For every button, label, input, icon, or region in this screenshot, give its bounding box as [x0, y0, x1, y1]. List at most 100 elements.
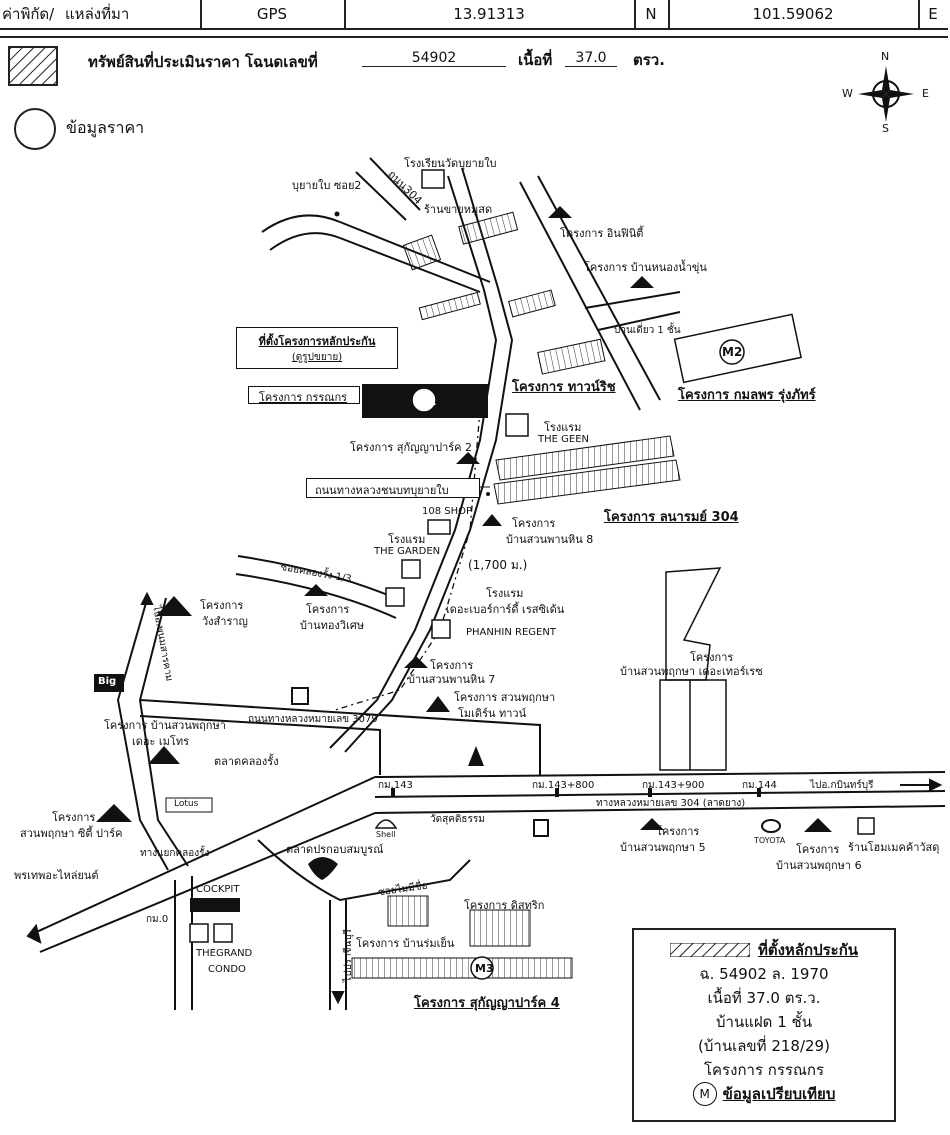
- road304-label: ทางหลวงหมายเลข 304 (ลาดยาง): [596, 798, 746, 809]
- to-kabin-label: ไปอ.กบินทร์บุรี: [810, 780, 874, 791]
- shell-logo: Shell: [376, 830, 396, 839]
- lotus-logo: Lotus: [174, 799, 199, 809]
- legend-compare: ข้อมูลเปรียบเทียบ: [722, 1085, 836, 1103]
- source-value: GPS: [256, 5, 288, 23]
- suanpruek-label-b: โมเดิร์น ทาวน์: [458, 707, 527, 720]
- pornthep-label: พรเทพอะไหล่ยนต์: [14, 869, 99, 882]
- wangsamran-label-a: โครงการ: [200, 599, 244, 612]
- city-park-label-a: โครงการ: [52, 811, 96, 824]
- school-label: โรงเรียนวัดบุยายใบ: [404, 157, 497, 170]
- legend-line5: โครงการ กรรณกร: [703, 1061, 825, 1079]
- kamonphat-label: โครงการ กมลพร รุ่งภัทร์: [678, 388, 816, 403]
- lat-cell: 13.91313: [344, 0, 636, 30]
- supanya2-label: โครงการ สุกัญญาปาร์ค 2: [350, 441, 473, 454]
- subject-label: ทรัพย์สินที่ประเมินราคา โฉนดเลขที่: [88, 53, 318, 71]
- compass-n: N: [881, 50, 890, 63]
- road3079-label: ถนนทางหลวงหมายเลข 3079: [248, 714, 378, 725]
- lat-dir-cell: N: [634, 0, 670, 30]
- city-park-label-b: สวนพฤกษา ซิตี้ ปาร์ค: [20, 827, 123, 840]
- longitude-value: 101.59062: [752, 5, 834, 23]
- legend-title-row: ที่ตั้งหลักประกัน: [634, 938, 894, 962]
- cockpit-label: COCKPIT: [196, 884, 240, 895]
- project-location-label: ที่ตั้งโครงการหลักประกัน: [258, 335, 376, 348]
- pana7-label-a: โครงการ: [430, 659, 474, 672]
- project-location-callout: ที่ตั้งโครงการหลักประกัน (ดูรูปขยาย): [236, 327, 398, 369]
- legend-title: ที่ตั้งหลักประกัน: [757, 941, 859, 959]
- coord-label-cell: ค่าพิกัด/ แหล่งที่มา: [0, 0, 202, 30]
- pana5-label-b: บ้านสวนพฤกษา 5: [620, 841, 706, 854]
- subject-top-rule: [0, 36, 948, 38]
- hotel-border-label: โรงแรม: [486, 587, 524, 600]
- shop108-label: 108 SHOP: [422, 506, 473, 517]
- deed-number: 54902: [362, 50, 506, 67]
- m2-marker: M2: [722, 345, 743, 359]
- garden-label: THE GARDEN: [374, 546, 441, 557]
- phanhin-regent-label: PHANHIN REGENT: [466, 627, 556, 638]
- shop-label: ร้านขายหมูสด: [424, 203, 493, 216]
- price-circle-icon: [14, 108, 56, 150]
- metro-label-b: เดอะ เมโทร: [132, 735, 189, 748]
- rural-road-box: ถนนทางหลวงชนบทบุยายใบ: [306, 478, 480, 498]
- lon-cell: 101.59062: [668, 0, 920, 30]
- supanya4-label: โครงการ สุกัญญาปาร์ค 4: [414, 996, 560, 1011]
- latitude-value: 13.91313: [453, 5, 525, 23]
- rural-road-label: ถนนทางหลวงชนบทบุยายใบ: [315, 484, 449, 497]
- legend-line3: บ้านแฝด 1 ชั้น: [716, 1013, 812, 1031]
- big-logo: Big: [98, 676, 117, 687]
- subject-hatch-swatch: [8, 46, 58, 86]
- wat-label: วัดสุคติธรรม: [430, 814, 485, 825]
- kornnakorn-box: โครงการ กรรณกร: [248, 386, 360, 404]
- compass-rose-icon: N S W E: [840, 50, 940, 136]
- area-label: เนื้อที่: [518, 51, 553, 69]
- legend-box: ที่ตั้งหลักประกัน ฉ. 54902 ล. 1970 เนื้อ…: [632, 928, 896, 1122]
- source-label: แหล่งที่มา: [65, 5, 130, 23]
- pana7-label-b: บ้านสวนพานหิน 7: [408, 673, 496, 686]
- lon-dir-cell: E: [918, 0, 948, 30]
- compass-w: W: [842, 87, 853, 100]
- legend-hatch-swatch: [669, 943, 750, 957]
- house1-label: บ้านเดี่ยว 1 ชั้น: [614, 325, 681, 336]
- legend-m-icon: M: [692, 1082, 717, 1106]
- nong-nam-label: โครงการ บ้านหนองน้ำขุ่น: [584, 261, 707, 274]
- km143-label: กม.143: [378, 780, 413, 791]
- border-label: เดอะเบอร์การ์ดี้ เรสซิเด้น: [446, 603, 565, 616]
- suanpruek-label-a: โครงการ สวนพฤกษา: [454, 691, 556, 704]
- km143-800-label: กม.143+800: [532, 780, 595, 791]
- thongwises-label-a: โครงการ: [306, 603, 350, 616]
- soi2-label: บุยายใบ ซอย2: [292, 179, 362, 192]
- wangsamran-label-b: วังสำราญ: [202, 615, 248, 628]
- latitude-direction: N: [645, 5, 657, 23]
- hotel-geen-label: โรงแรม: [544, 421, 582, 434]
- toyota-logo: TOYOTA: [754, 836, 786, 845]
- compass-e: E: [922, 87, 929, 100]
- kornnakorn-label: โครงการ กรรณกร: [259, 391, 348, 404]
- junction-label: ทางแยกคลองรั้ง: [140, 848, 210, 859]
- klong-market-label: ตลาดคลองรั้ง: [214, 755, 279, 768]
- distance-label: (1,700 ม.): [468, 558, 528, 572]
- coord-label: ค่าพิกัด/: [2, 5, 55, 23]
- gps-cell: GPS: [200, 0, 346, 30]
- legend-line4: (บ้านเลขที่ 218/29): [698, 1037, 830, 1055]
- area-unit: ตรว.: [633, 51, 665, 69]
- pana5-label-a: โครงการ: [656, 825, 700, 838]
- homemart-label: ร้านโฮมเมคค้าวัสดุ: [848, 841, 940, 854]
- geen-label: THE GEEN: [538, 434, 589, 445]
- project-location-sub: (ดูรูปขยาย): [291, 352, 343, 363]
- price-legend-label: ข้อมูลราคา: [66, 118, 145, 137]
- pana8-label-b: บ้านสวนพานหิน 8: [506, 533, 594, 546]
- prakorb-label: ตลาดปรกอบสมบูรณ์: [286, 843, 384, 856]
- km143-900-label: กม.143+900: [642, 780, 705, 791]
- lanarom-label: โครงการ ลนารมย์ 304: [604, 510, 739, 525]
- pana6-label-b: บ้านสวนพฤกษา 6: [776, 859, 862, 872]
- to-prachin-label: ไปปราจีนบุรี: [343, 928, 355, 983]
- area-value: 37.0: [565, 50, 617, 67]
- m3-marker: M3: [475, 962, 494, 975]
- legend-line1: ฉ. 54902 ล. 1970: [699, 965, 829, 983]
- legend-compare-row: M ข้อมูลเปรียบเทียบ: [634, 1082, 894, 1106]
- legend-line2: เนื้อที่ 37.0 ตร.ว.: [707, 989, 821, 1007]
- infinity-label: โครงการ อินฟินิตี้: [560, 227, 644, 240]
- pana8-label-a: โครงการ: [512, 517, 556, 530]
- terrace-label-a: โครงการ: [690, 651, 734, 664]
- metro-label-a: โครงการ บ้านสวนพฤกษา: [104, 719, 226, 732]
